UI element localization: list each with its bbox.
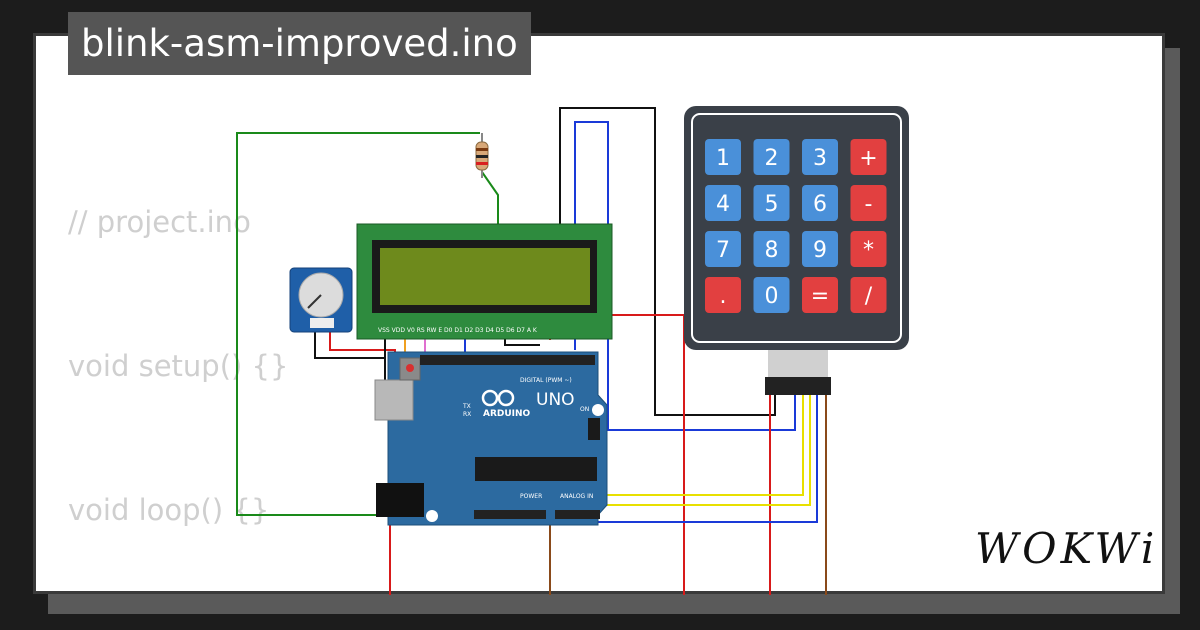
keypad-key-label: + [859, 146, 877, 171]
lcd-display: VSS VDD V0 RS RW E D0 D1 D2 D3 D4 D5 D6 … [356, 223, 613, 340]
wire-black [559, 107, 776, 416]
code-snippet: // project.ino void setup() {} void loop… [68, 102, 288, 582]
tx-label: TX [462, 403, 471, 410]
keypad-key[interactable]: 2 [753, 139, 790, 175]
usb-port [374, 379, 414, 421]
arduino-model: UNO [536, 390, 575, 410]
atmega-chip [475, 457, 597, 481]
keypad-key-label: 8 [765, 238, 779, 263]
keypad-key[interactable]: = [802, 277, 838, 313]
keypad-key[interactable]: - [850, 185, 887, 221]
keypad-key[interactable]: 3 [802, 139, 838, 175]
digital-label: DIGITAL (PWM ~) [520, 377, 572, 384]
keypad-connector [765, 377, 831, 395]
potentiometer [289, 267, 353, 333]
wire-blue [585, 395, 818, 523]
arduino-brand: ARDUINO [483, 409, 531, 419]
wire-yellow [575, 395, 804, 496]
keypad-keys: 1 2 3 +4 5 6 - 7 8 9 *. 0 = / [705, 139, 887, 313]
keypad-key-label: 5 [765, 192, 779, 217]
digital-header [420, 355, 595, 365]
power-label: POWER [520, 493, 542, 500]
wokwi-logo: WOKWi [975, 524, 1159, 573]
rx-label: RX [463, 411, 471, 418]
keypad-key[interactable]: 6 [802, 185, 838, 221]
keypad-key[interactable]: 5 [753, 185, 790, 221]
keypad-key-label: / [865, 284, 873, 309]
keypad-key-label: 6 [813, 192, 827, 217]
membrane-keypad: 1 2 3 +4 5 6 - 7 8 9 *. 0 = / [684, 106, 909, 395]
keypad-key[interactable]: 9 [802, 231, 838, 267]
code-line: void loop() {} [68, 493, 270, 527]
wire-black [314, 325, 385, 359]
keypad-key[interactable]: . [705, 277, 741, 313]
keypad-key-label: . [720, 284, 727, 309]
keypad-key-label: - [865, 192, 873, 217]
wire-green [236, 132, 480, 516]
keypad-key-label: 1 [716, 146, 730, 171]
lcd-pin-labels: VSS VDD V0 RS RW E D0 D1 D2 D3 D4 D5 D6 … [378, 327, 538, 334]
keypad-key[interactable]: 0 [753, 277, 790, 313]
keypad-key[interactable]: / [850, 277, 887, 313]
keypad-key[interactable]: 8 [753, 231, 790, 267]
analog-label: ANALOG IN [560, 493, 593, 500]
code-line: // project.ino [68, 205, 251, 239]
power-jack [376, 483, 424, 517]
code-line: void setup() {} [68, 349, 289, 383]
keypad-key-label: 3 [813, 146, 827, 171]
analog-header [555, 510, 600, 519]
keypad-key[interactable]: 4 [705, 185, 741, 221]
keypad-key-label: 0 [765, 284, 779, 309]
wire-yellow [575, 395, 811, 506]
keypad-key-label: 7 [716, 238, 730, 263]
keypad-key-label: * [863, 238, 874, 263]
keypad-key[interactable]: * [850, 231, 887, 267]
keypad-ribbon [768, 350, 828, 377]
arduino-uno-board: ARDUINO UNO ON DIGITAL (PWM ~) POWER ANA… [374, 351, 608, 526]
keypad-key[interactable]: + [850, 139, 887, 175]
keypad-key-label: 9 [813, 238, 827, 263]
keypad-key[interactable]: 1 [705, 139, 741, 175]
keypad-key-label: 4 [716, 192, 730, 217]
power-header [474, 510, 546, 519]
keypad-key-label: = [811, 284, 829, 309]
keypad-key[interactable]: 7 [705, 231, 741, 267]
resistor [475, 133, 489, 178]
project-title: blink-asm-improved.ino [68, 12, 531, 75]
on-led-label: ON [580, 406, 589, 413]
keypad-key-label: 2 [765, 146, 779, 171]
